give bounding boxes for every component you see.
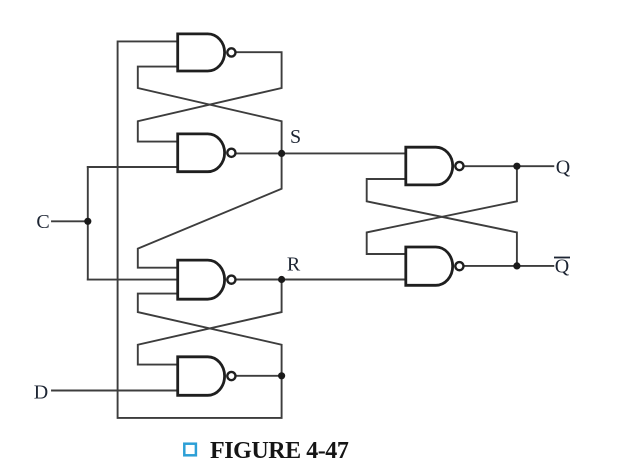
svg-text:C: C — [36, 211, 49, 233]
svg-text:D: D — [34, 382, 48, 404]
svg-text:S: S — [290, 126, 301, 148]
svg-text:R: R — [287, 254, 301, 276]
svg-text:Q: Q — [556, 156, 571, 178]
svg-text:FIGURE 4-47: FIGURE 4-47 — [210, 438, 349, 464]
svg-text:Q: Q — [555, 255, 570, 277]
